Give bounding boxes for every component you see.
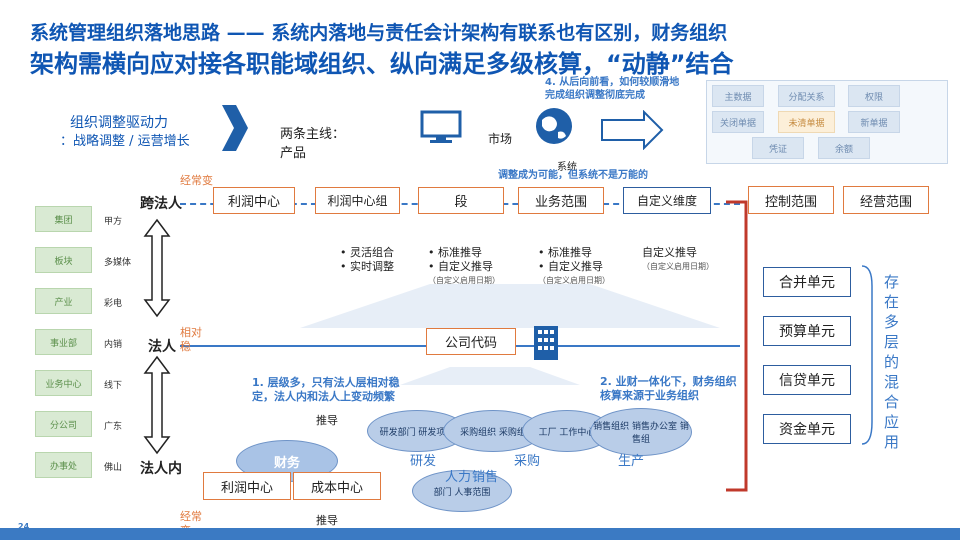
double-arrow-icon <box>143 355 171 455</box>
company-code-box: 公司代码 <box>426 328 516 355</box>
bullet-group-1: • 灵活组合 • 实时调整 <box>340 246 394 273</box>
change-note-top: 经常变 <box>180 174 213 187</box>
control-item: 关闭单据 <box>712 111 764 133</box>
pc-box: 利润中心 <box>213 187 295 214</box>
monitor-icon <box>420 110 462 143</box>
org-value: 内销 <box>104 340 123 350</box>
control-item: 分配关系 <box>778 85 835 107</box>
control-item: 主数据 <box>712 85 764 107</box>
chevron-right-icon <box>222 105 248 151</box>
note-4: 4. 从后向前看，如何较顺滑地完成组织调整彻底完成 <box>545 77 680 101</box>
org-level: 产业 <box>35 288 92 314</box>
control-area-box: 控制范围 <box>748 186 834 214</box>
org-level: 事业部 <box>35 329 92 355</box>
double-arrow-icon <box>143 218 171 318</box>
oval-hr: 部门 人事范围 <box>412 470 512 512</box>
consolidation-unit-box: 合并单元 <box>763 267 851 297</box>
pc-group-box: 利润中心组 <box>315 187 400 214</box>
footer-bar <box>0 528 960 540</box>
profit-center-box: 利润中心 <box>203 472 291 500</box>
market-label: 市场 <box>488 132 513 146</box>
org-level: 业务中心 <box>35 370 92 396</box>
row-label-within-entity: 法人内 <box>140 461 182 477</box>
org-value: 多媒体 <box>104 258 132 268</box>
control-item: 余额 <box>818 137 870 159</box>
cost-center-box: 成本中心 <box>293 472 381 500</box>
fund-unit-box: 资金单元 <box>763 414 851 444</box>
oval-label: 生产 <box>618 454 645 469</box>
credit-unit-box: 信贷单元 <box>763 365 851 395</box>
business-area-box: 业务范围 <box>518 187 604 214</box>
oval-label: 人力 <box>445 470 472 485</box>
title-line-2: 架构需横向应对接各职能域组织、纵向满足多级核算，“动静”结合 <box>30 50 734 78</box>
driver-label: 组织调整驱动力 <box>70 115 168 131</box>
oval-sales: 销售组织 销售办公室 销售组 <box>590 408 692 456</box>
page-number: 24 <box>18 522 30 531</box>
note-2: 2. 业财一体化下，财务组织核算来源于业务组织 <box>600 375 737 402</box>
org-value: 广东 <box>104 422 123 432</box>
row-label-cross-entity: 跨法人 <box>140 196 182 212</box>
custom-dimension-box: 自定义维度 <box>623 187 711 214</box>
segment-box: 段 <box>418 187 504 214</box>
oval-label: 销售 <box>472 470 499 485</box>
oval-label: 研发 <box>410 454 437 469</box>
mainlines-label: 两条主线：产品 <box>280 127 346 161</box>
budget-unit-box: 预算单元 <box>763 316 851 346</box>
title-line-1: 系统管理组织落地思路 —— 系统内落地与责任会计架构有联系也有区别，财务组织 <box>30 22 728 44</box>
oval-label: 采购 <box>514 454 541 469</box>
org-level: 集团 <box>35 206 92 232</box>
org-level: 办事处 <box>35 452 92 478</box>
org-value: 线下 <box>104 381 123 391</box>
control-item: 权限 <box>848 85 900 107</box>
note-1: 1. 层级多，只有法人层相对稳定，法人内和法人上变动频繁 <box>252 376 400 403</box>
org-value: 佛山 <box>104 463 123 473</box>
control-item: 未清单据 <box>778 111 835 133</box>
system-label: 系统 <box>557 162 577 173</box>
org-level: 分公司 <box>35 411 92 437</box>
note-system: 调整成为可能，但系统不是万能的 <box>498 170 648 181</box>
funnel-shape <box>300 284 720 328</box>
bracket-shape <box>726 200 748 492</box>
control-item: 新单据 <box>848 111 900 133</box>
control-item: 凭证 <box>752 137 804 159</box>
funnel-shape <box>400 367 580 385</box>
globe-icon <box>536 108 572 144</box>
org-value: 甲方 <box>104 217 123 227</box>
derive-label-top: 推导 <box>316 414 338 427</box>
bullet-group-2: • 标准推导 • 自定义推导 （自定义启用日期） <box>428 246 500 285</box>
org-value: 彩电 <box>104 299 123 309</box>
derive-label-bottom: 推导 <box>316 514 338 527</box>
vertical-note: 存在多层的混合应用 <box>884 273 900 451</box>
operating-area-box: 经营范围 <box>843 186 929 214</box>
bracket-shape <box>861 265 873 445</box>
driver-sub: ：战略调整 / 运营增长 <box>60 134 190 149</box>
row-label-legal-entity: 法人 <box>148 339 176 355</box>
building-icon <box>534 326 558 360</box>
bullet-group-4: 自定义推导 （自定义启用日期） <box>642 246 714 271</box>
arrow-right-icon <box>601 110 664 150</box>
org-level: 板块 <box>35 247 92 273</box>
bullet-group-3: • 标准推导 • 自定义推导 （自定义启用日期） <box>538 246 610 285</box>
stable-note: 相对稳 <box>180 326 202 353</box>
